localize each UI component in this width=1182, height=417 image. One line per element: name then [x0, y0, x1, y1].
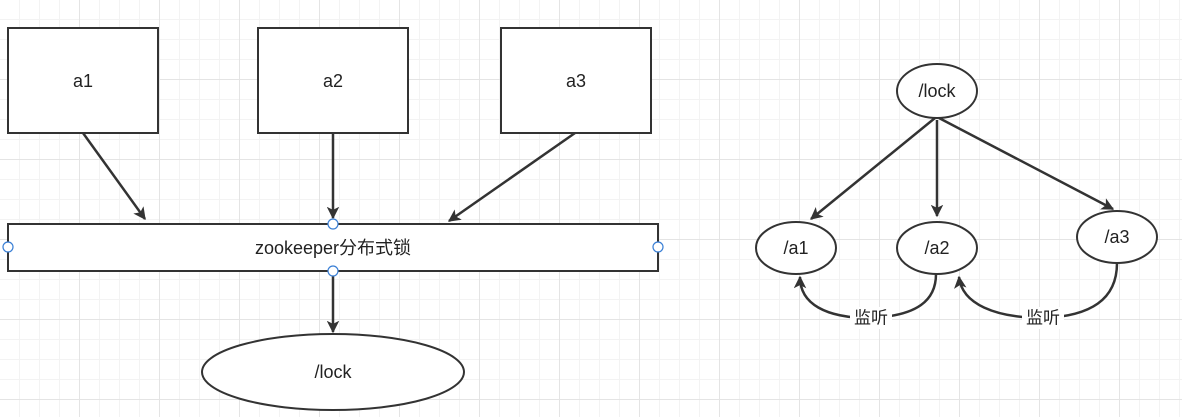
tree-child-a2[interactable]: /a2 [896, 221, 978, 275]
client-node-a2[interactable]: a2 [257, 27, 409, 134]
client-node-a1[interactable]: a1 [7, 27, 159, 134]
edge-lock-to-a3[interactable] [938, 116, 1115, 211]
child-ellipse [1076, 210, 1158, 264]
edge-a1-to-service[interactable] [81, 132, 147, 221]
tree-child-a1[interactable]: /a1 [755, 221, 837, 275]
edge-a3-to-service[interactable] [447, 131, 576, 223]
watch-label-bg [850, 307, 892, 329]
lock-node[interactable]: /lock [201, 333, 465, 411]
lock-ellipse [201, 333, 465, 411]
service-label: zookeeper分布式锁 [255, 238, 411, 258]
child-label: /a3 [1104, 227, 1129, 247]
edge-lock-to-a1[interactable] [810, 117, 936, 220]
child-label: /a2 [924, 238, 949, 258]
right-diagram: 监听 监听 /lock /a1 /a2 /a3 [755, 63, 1158, 329]
client-node-a3[interactable]: a3 [500, 27, 652, 134]
root-ellipse [896, 63, 978, 119]
root-label: /lock [918, 81, 956, 101]
watch-label-bg [1022, 307, 1064, 329]
watch-label-1: 监听 [850, 307, 892, 329]
client-label: a1 [73, 71, 93, 91]
child-ellipse [896, 221, 978, 275]
connection-handle-bottom[interactable] [327, 265, 339, 277]
client-box [7, 27, 159, 134]
client-box [500, 27, 652, 134]
tree-child-a3[interactable]: /a3 [1076, 210, 1158, 264]
child-ellipse [755, 221, 837, 275]
connection-handle-left[interactable] [2, 241, 14, 253]
service-node[interactable]: zookeeper分布式锁 [2, 218, 664, 277]
tree-root-lock[interactable]: /lock [896, 63, 978, 119]
client-box [257, 27, 409, 134]
left-diagram: a1 a2 a3 zookeeper分布式锁 /lock [2, 27, 664, 411]
connection-handle-top[interactable] [327, 218, 339, 230]
connection-handle-right[interactable] [652, 241, 664, 253]
child-label: /a1 [783, 238, 808, 258]
watch-label-text: 监听 [1026, 309, 1060, 328]
client-label: a2 [323, 71, 343, 91]
watch-label-2: 监听 [1022, 307, 1064, 329]
lock-label: /lock [314, 362, 352, 382]
client-label: a3 [566, 71, 586, 91]
watch-label-text: 监听 [854, 309, 888, 328]
